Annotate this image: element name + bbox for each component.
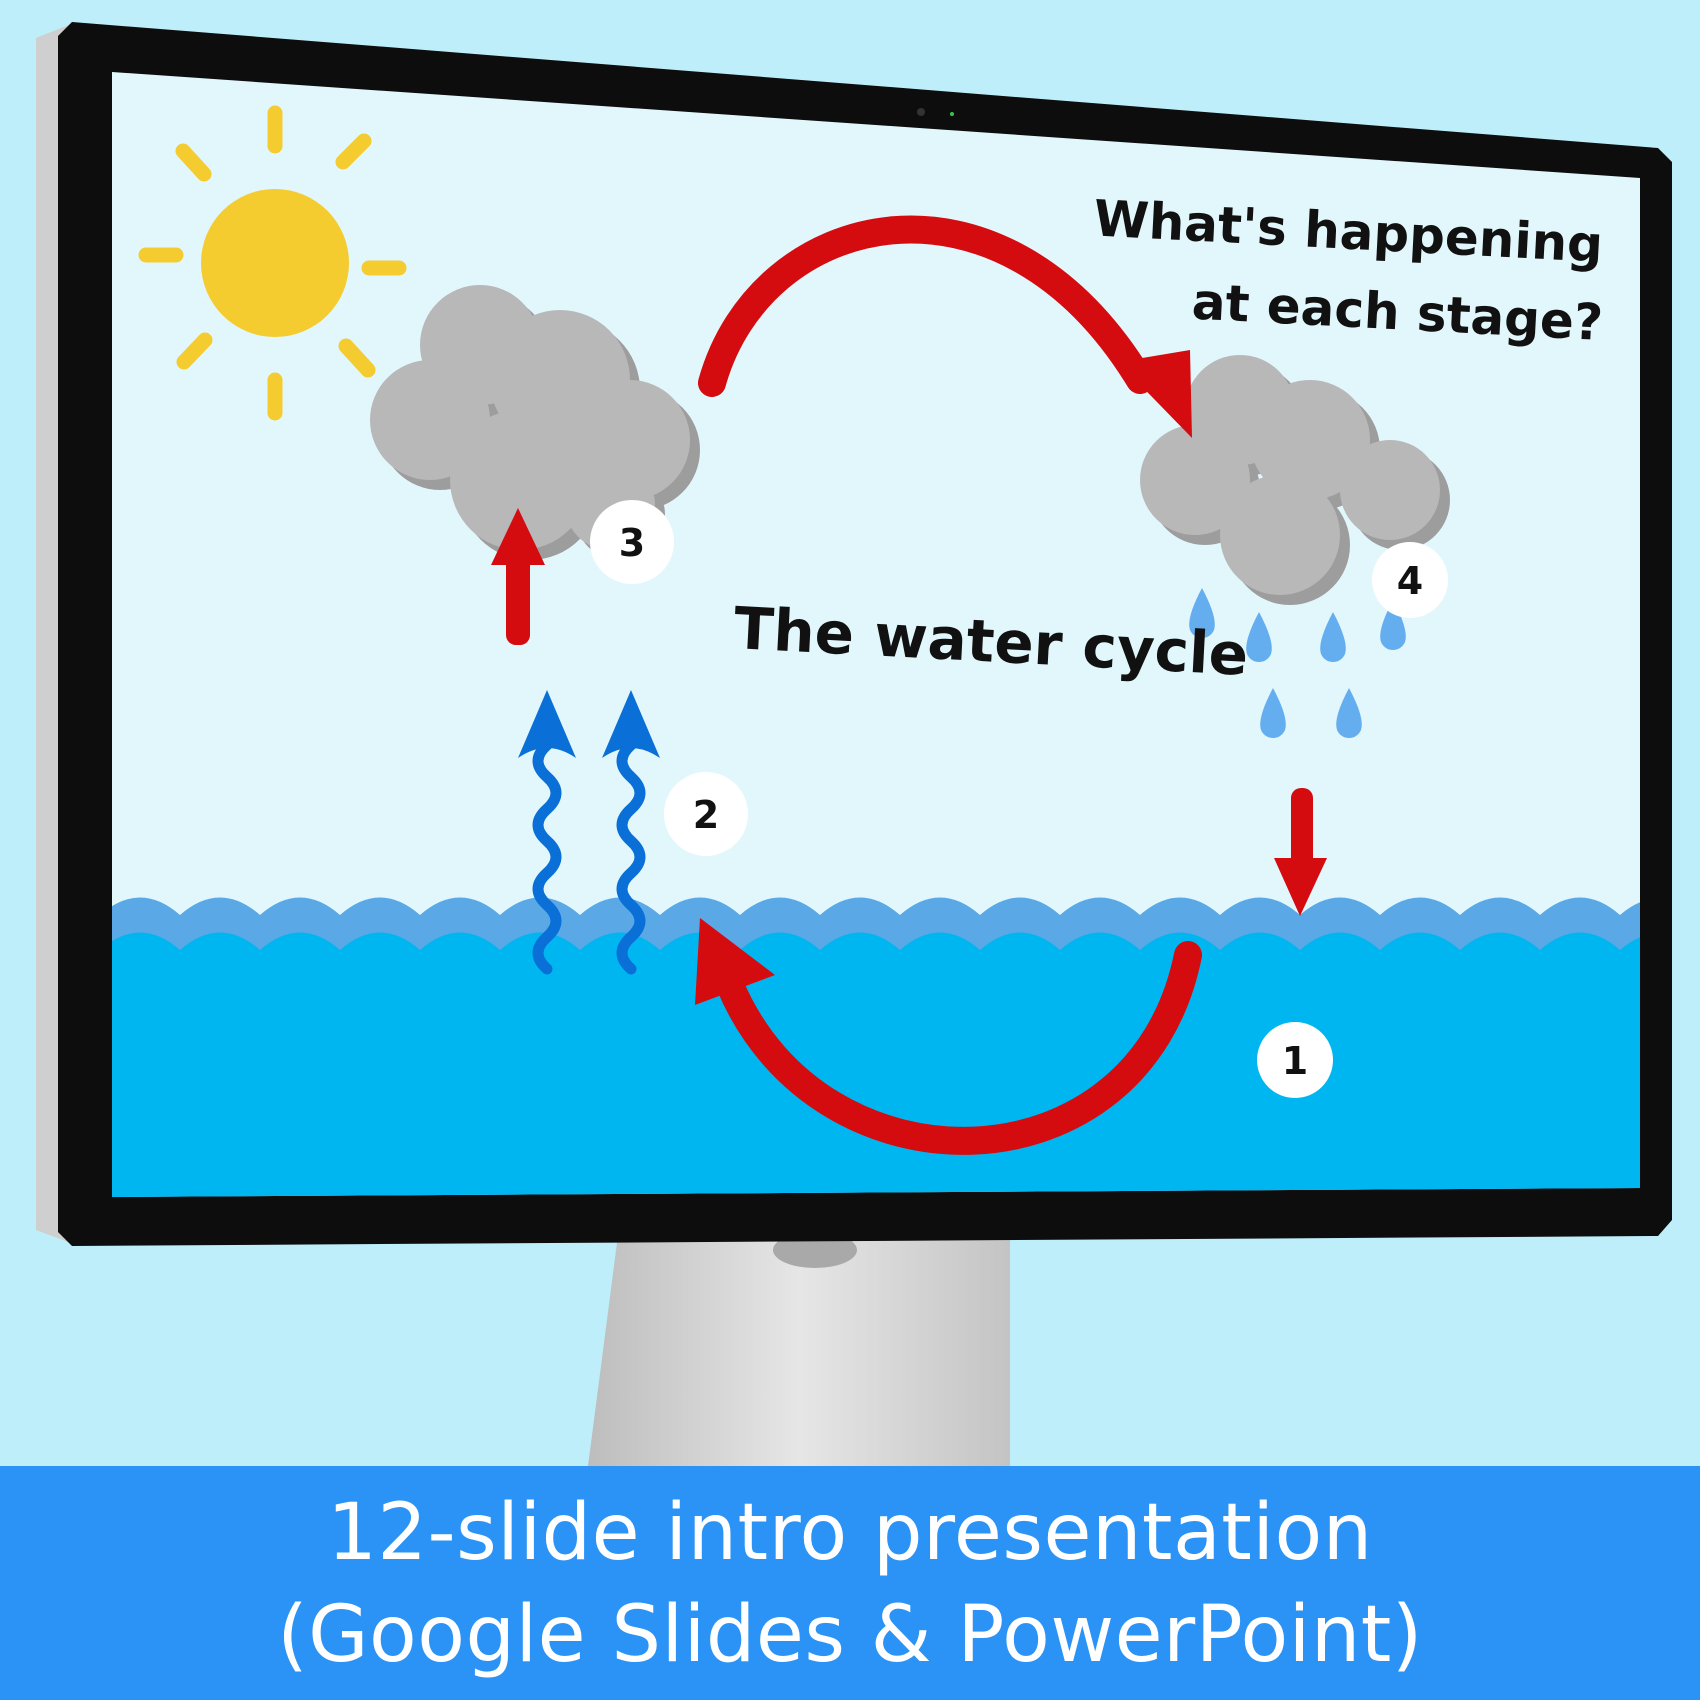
arrow-top-head — [1118, 350, 1192, 438]
cloud-icon — [1140, 355, 1450, 605]
caption-line-1: 12-slide intro presentation — [327, 1488, 1373, 1578]
stage-badge-3: 3 — [590, 500, 674, 584]
stage-number: 1 — [1282, 1039, 1308, 1083]
caption-line-2: (Google Slides & PowerPoint) — [277, 1590, 1423, 1680]
stage-badge-4: 4 — [1372, 542, 1448, 618]
slide: 1 2 3 4 The water cycle What's happening… — [112, 72, 1640, 1197]
stage-badge-2: 2 — [664, 772, 748, 856]
arrow-up-shaft — [506, 555, 530, 645]
arrow-up-head — [491, 508, 545, 565]
monitor-stand — [588, 1232, 1010, 1466]
caption-bar — [0, 1466, 1700, 1700]
stage-number: 3 — [619, 521, 645, 565]
arrow-down-shaft — [1291, 788, 1313, 868]
red-arrows — [491, 215, 1327, 1155]
sea — [112, 897, 1640, 1197]
arrow-bottom-head — [695, 918, 775, 1005]
sun-icon — [138, 105, 407, 421]
arrow-down-head — [1274, 858, 1327, 916]
steam-arrow-icon — [518, 690, 660, 975]
webcam-light — [950, 112, 954, 116]
stage-number: 2 — [693, 793, 719, 837]
arrow-bottom-arc — [716, 941, 1202, 1155]
stage-badge-1: 1 — [1257, 1022, 1333, 1098]
stage-number: 4 — [1397, 559, 1423, 603]
webcam — [917, 108, 925, 116]
raindrop-icon — [1189, 588, 1406, 739]
arrow-top-arc — [698, 215, 1154, 397]
